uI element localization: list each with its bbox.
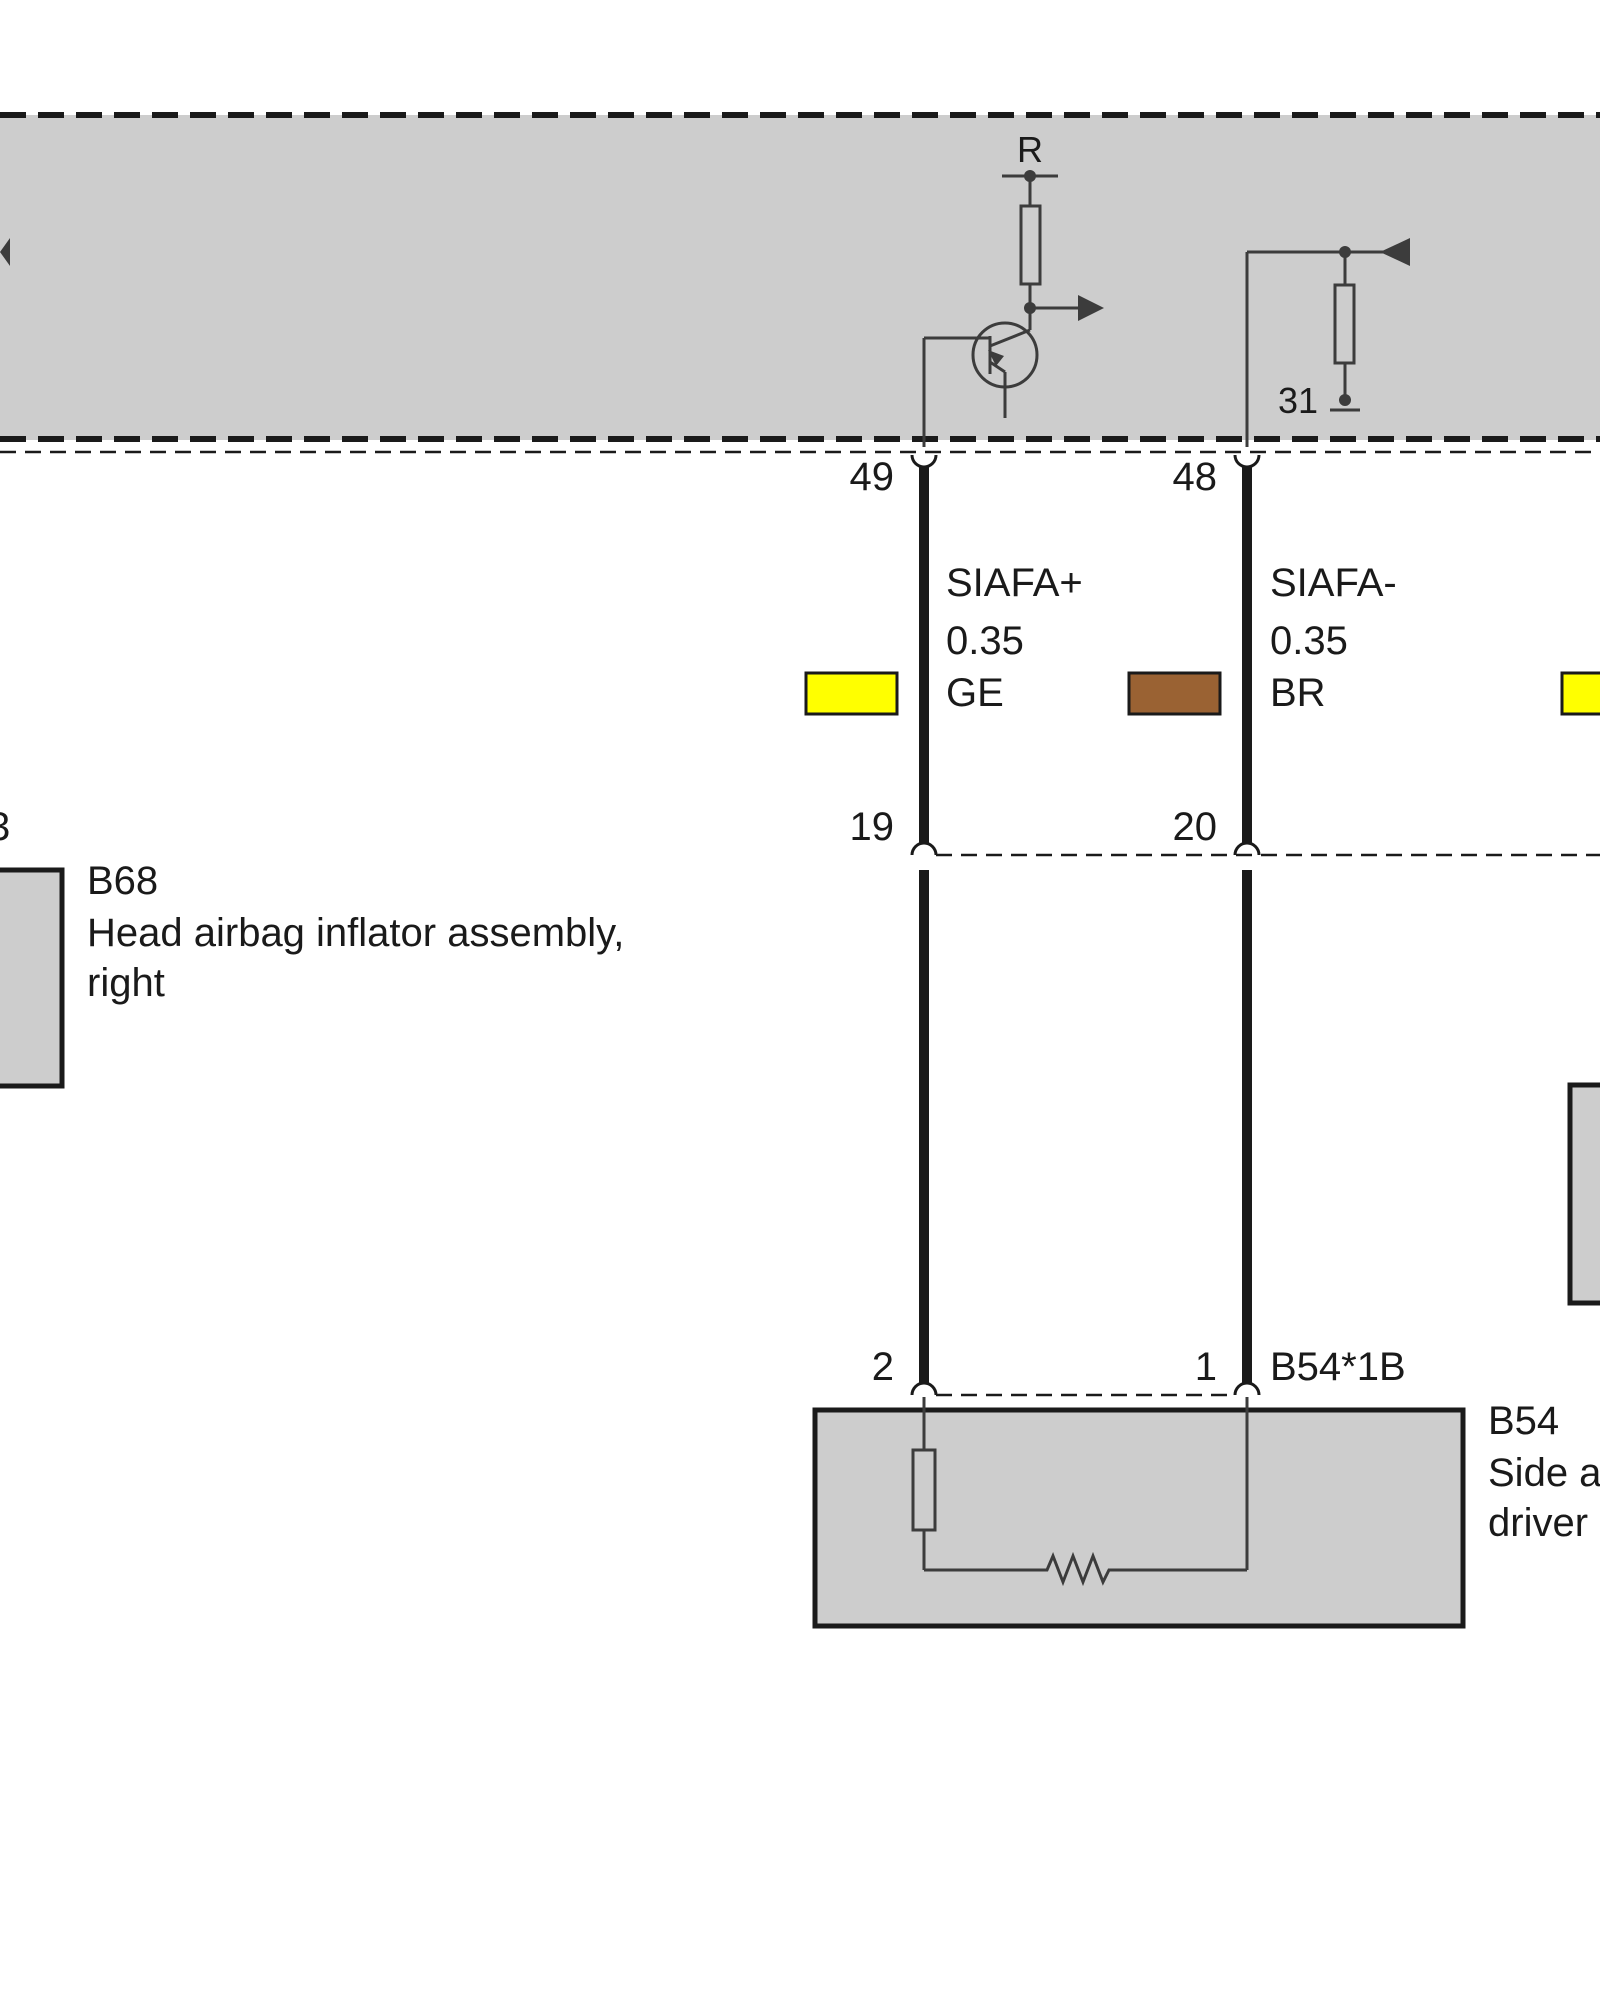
edge-color-swatch [1560, 671, 1600, 716]
control-module: R 31 [0, 112, 1600, 454]
wire-siafa-plus-color-code: GE [946, 671, 1004, 715]
wire-siafa-minus-signal: SIAFA- [1270, 561, 1397, 605]
pin-49-label: 49 [850, 455, 895, 499]
pin-19-terminal-icon [910, 841, 938, 856]
supply-label: R [1017, 129, 1043, 170]
component-b54: B54*1B B54 Side a driver [812, 1345, 1600, 1629]
left-edge-arrow-icon [0, 238, 10, 266]
wire-siafa-minus-color-swatch [1127, 671, 1222, 716]
wire-siafa-plus: 49 19 2 SIAFA+ 0.35 GE [804, 454, 1083, 1396]
ground-node [1339, 394, 1351, 406]
control-module-body [0, 115, 1600, 440]
pin-49-terminal-icon [910, 454, 938, 469]
squib-heating-element-icon [924, 1551, 1247, 1587]
output-arrow-icon [1078, 295, 1104, 321]
input-node [1339, 246, 1351, 258]
component-b68: 3 B68 Head airbag inflator assembly, rig… [0, 805, 624, 1089]
pin-19-label: 19 [850, 805, 895, 849]
pin-48-label: 48 [1173, 455, 1218, 499]
component-b54-description-1: Side a [1488, 1451, 1600, 1495]
component-b68-description-2: right [87, 961, 165, 1005]
component-b54-code: B54 [1488, 1399, 1559, 1443]
pin-20-terminal-icon [1233, 841, 1261, 856]
transistor-collector [989, 328, 1031, 348]
wire-siafa-plus-color-swatch [804, 671, 899, 716]
component-b68-description-1: Head airbag inflator assembly, [87, 911, 624, 955]
component-b68-pin-fragment: 3 [0, 805, 10, 849]
wire-siafa-plus-signal: SIAFA+ [946, 561, 1083, 605]
wire-siafa-minus-cross-section: 0.35 [1270, 619, 1348, 663]
pin-1-terminal-icon [1233, 1381, 1261, 1396]
pin-1-label: 1 [1195, 1345, 1217, 1389]
emitter-arrow-icon [988, 350, 1004, 366]
supply-node [1024, 170, 1036, 182]
component-b68-body [0, 867, 65, 1089]
component-b54-description-2: driver [1488, 1501, 1588, 1545]
wire-siafa-plus-cross-section: 0.35 [946, 619, 1024, 663]
component-b68-code: B68 [87, 859, 158, 903]
ground-label: 31 [1278, 380, 1318, 421]
transistor-driver-circuit [922, 174, 1080, 447]
pin-2-terminal-icon [910, 1381, 938, 1396]
pin-48-terminal-icon [1233, 454, 1261, 469]
squib-circuit [911, 1397, 1249, 1587]
transistor-emitter [989, 360, 1006, 374]
pin-2-label: 2 [872, 1345, 894, 1389]
output-node [1024, 302, 1036, 314]
wire-siafa-minus: 48 20 1 SIAFA- 0.35 BR [1127, 454, 1397, 1396]
wire-siafa-minus-color-code: BR [1270, 671, 1326, 715]
right-edge-component-fragment [1567, 1082, 1600, 1306]
component-b54-connector-label: B54*1B [1270, 1345, 1406, 1389]
input-arrow-icon [1380, 238, 1410, 266]
pin-20-label: 20 [1173, 805, 1218, 849]
